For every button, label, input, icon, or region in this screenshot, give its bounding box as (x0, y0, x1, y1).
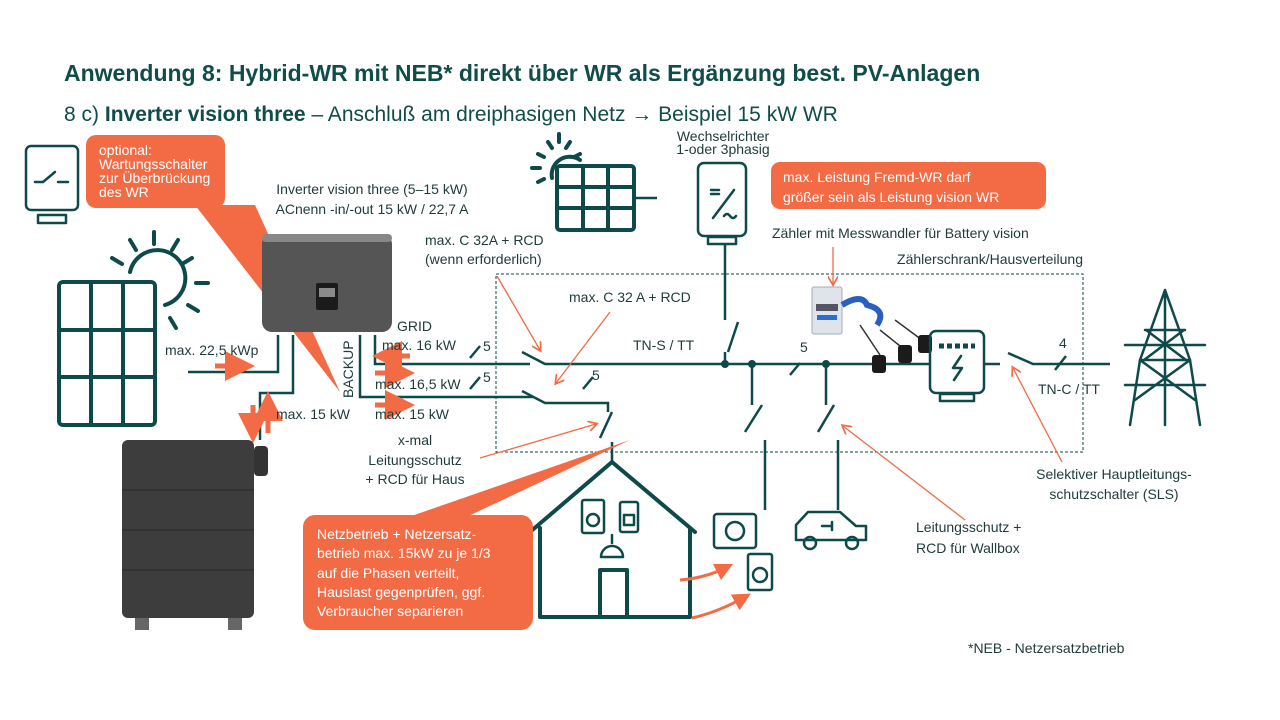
main-bus (521, 350, 1000, 366)
wire-count: 4 (1059, 335, 1067, 351)
wallbox-branch (816, 364, 840, 510)
washing-machine-icon (746, 552, 774, 592)
grid-max-label: max. 16 kW (382, 337, 457, 353)
backup-operation-callout: Netzbetrieb + Netzersatz-betrieb max. 15… (303, 440, 630, 630)
pv-inverter-feed (723, 244, 740, 364)
external-inverter-callout (771, 162, 1046, 209)
wire-count: 5 (483, 369, 491, 385)
pv-dc-line (188, 335, 280, 374)
load-separation-arrows (679, 563, 751, 620)
power-flow-arrows (215, 341, 415, 443)
tnc-label: TN-C / TT (1038, 381, 1100, 397)
pv-max-label: max. 22,5 kWp (165, 342, 259, 358)
breaker2-label: max. C 32 A + RCD (569, 289, 691, 305)
backup-max1-label: max. 16,5 kW (375, 376, 461, 392)
sls-label: Selektiver Hauptleitungs-schutzschalter … (1036, 466, 1192, 502)
smart-meter-device (811, 286, 932, 373)
wire-count: 5 (800, 339, 808, 355)
pv-panel-icon (57, 280, 157, 427)
hybrid-inverter (262, 234, 392, 332)
backup-line (358, 335, 533, 399)
page-title: Anwendung 8: Hybrid-WR mit NEB* direkt ü… (64, 60, 980, 86)
backup-max2-label: max. 15 kW (375, 406, 450, 422)
power-pylon-icon (1123, 288, 1207, 427)
backup-bus (521, 389, 614, 462)
battery-max-label: max. 15 kW (276, 406, 351, 422)
grid-label: GRID (397, 318, 432, 334)
footnote: *NEB - Netzersatzbetrieb (968, 640, 1125, 656)
meter-label: Zähler mit Messwandler für Battery visio… (772, 225, 1029, 241)
heatpump-branch (743, 364, 767, 510)
house-icon (528, 460, 697, 619)
small-sun-icon (530, 132, 582, 184)
electric-car-icon (794, 510, 868, 551)
distribution-box-label: Zählerschrank/Hausverteilung (897, 251, 1083, 267)
backup-label: BACKUP (340, 340, 356, 398)
existing-inverter-icon (696, 161, 748, 246)
heat-pump-icon (712, 512, 758, 550)
wallbox-protection-label: Leitungsschutz +RCD für Wallbox (916, 519, 1021, 556)
grid-meter-icon (928, 329, 986, 403)
existing-pv-panel-icon (555, 164, 657, 232)
battery-line (258, 335, 295, 440)
tns-label: TN-S / TT (633, 337, 695, 353)
battery-storage (122, 440, 268, 630)
maintenance-switch-icon (24, 144, 80, 225)
wire-count: 5 (483, 338, 491, 354)
page-subtitle: 8 c) Inverter vision three – Anschluß am… (64, 103, 838, 126)
wire-count: 5 (592, 367, 600, 383)
sls-switch (1007, 351, 1110, 366)
breaker1-label: max. C 32A + RCD(wenn erforderlich) (425, 232, 544, 267)
svg-text:Netzbetrieb + Netzersatz-betri: Netzbetrieb + Netzersatz-betrieb max. 15… (317, 526, 491, 619)
sun-icon (110, 230, 210, 330)
inverter-label: Inverter vision three (5–15 kW)ACnenn -i… (276, 181, 470, 217)
